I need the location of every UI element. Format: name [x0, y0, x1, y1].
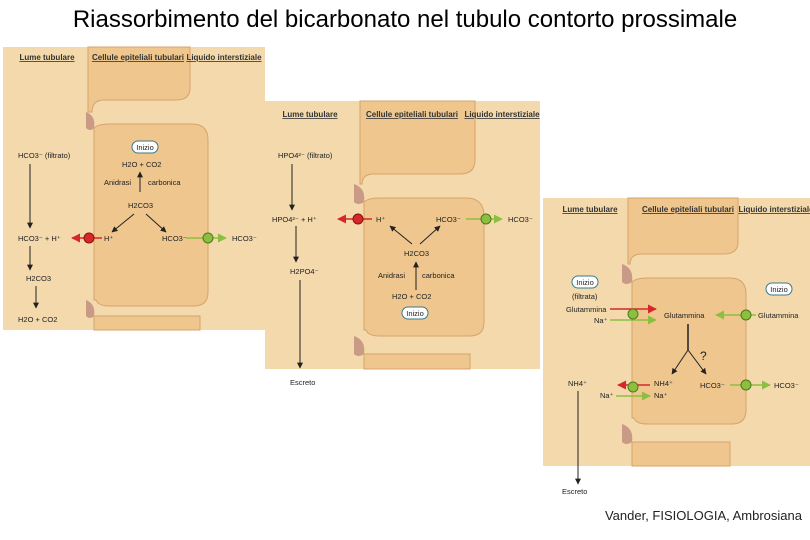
panel-3-hco3-interst: HCO3⁻: [774, 381, 799, 390]
panel-3-arrow-to-nh4: [671, 349, 689, 375]
panel-1-h-cell: H⁺: [104, 234, 113, 243]
panel-2: Lume tubulare Cellule epiteliali tubular…: [265, 100, 540, 387]
panel-1-main-cell: [93, 123, 209, 307]
panel-2-carbonica: carbonica: [422, 271, 455, 280]
panel-3-nh4-cell: NH4⁺: [654, 379, 673, 388]
panel-3-header-liquido: Liquido interstiziale: [738, 205, 810, 214]
panel-1-carbonica: carbonica: [148, 178, 181, 187]
panel-2-h-cell: H⁺: [376, 215, 385, 224]
panel-2-h2o-co2: H2O + CO2: [392, 292, 431, 301]
panel-1-hco3-cell: HCO3⁻: [162, 234, 187, 243]
panel-1-header-liquido: Liquido interstiziale: [186, 53, 262, 62]
panel-2-hco3-transporter: [480, 213, 492, 225]
panel-2-upper-cell: [359, 100, 476, 185]
panel-1-tight-junction: [86, 112, 95, 130]
panel-1-hco3-transporter: [202, 232, 214, 244]
panel-1-h2co3-cell: H2CO3: [128, 201, 153, 210]
panel-1-badge-label: Inizio: [136, 143, 154, 152]
panel-2-arrow-to-hco3: [419, 225, 441, 245]
panel-1-arrow-to-h: [111, 213, 135, 233]
panel-2-hco3-cell: HCO3⁻: [436, 215, 461, 224]
panel-3-glutammina-cell: Glutammina: [664, 311, 705, 320]
panel-3-glutammina-interst: Glutammina: [758, 311, 799, 320]
panel-3-filtrato: (filtrata): [572, 292, 598, 301]
panel-3-tight-junction: [622, 264, 633, 284]
panel-3-question-mark: ?: [700, 349, 707, 363]
panel-2-anidrasi: Anidrasi: [378, 271, 405, 280]
panel-2-main-cell: [363, 197, 485, 337]
panel-3-glutammina-lumen: Glutammina: [566, 305, 607, 314]
panel-1-badge-inizio: [131, 140, 159, 154]
panel-2-header-cellule: Cellule epiteliali tubulari: [366, 110, 458, 119]
panel-1: Lume tubulare Cellule epiteliali tubular…: [3, 46, 265, 331]
panel-1-hco3-filtrato: HCO3⁻ (filtrato): [18, 151, 71, 160]
panel-1-h2o-co2-lumen: H2O + CO2: [18, 315, 57, 324]
panel-1-header-lume: Lume tubulare: [19, 53, 75, 62]
panel-2-hco3-interst: HCO3⁻: [508, 215, 533, 224]
panel-3-upper-cell: [627, 197, 739, 265]
panel-3-header-cellule: Cellule epiteliali tubulari: [642, 205, 734, 214]
panel-2-badge-inizio: [401, 306, 429, 320]
panel-1-header-cellule: Cellule epiteliali tubulari: [92, 53, 184, 62]
panel-3-na-lumen: Na⁺: [594, 316, 608, 325]
panel-3-nh4-lumen: NH4⁺: [568, 379, 587, 388]
panel-3-badge-left: [571, 275, 599, 289]
panel-2-lower-junction: [354, 336, 365, 356]
panel-2-hpo4-filtrato: HPO4²⁻ (filtrato): [278, 151, 333, 160]
panel-3-lower-cell: [631, 441, 731, 467]
panel-1-upper-cell: [87, 46, 191, 113]
source-credit: Vander, FISIOLOGIA, Ambrosiana: [604, 508, 802, 523]
panel-2-header-lume: Lume tubulare: [282, 110, 338, 119]
panel-2-lower-cell: [363, 353, 471, 370]
panel-3-cotransporter: [627, 308, 639, 320]
panel-3-hco3-transporter: [740, 379, 752, 391]
panel-2-header-liquido: Liquido interstiziale: [464, 110, 540, 119]
panel-1-h2o-co2-cell: H2O + CO2: [122, 160, 161, 169]
panel-3-arrow-to-hco3: [687, 349, 707, 375]
panel-2-hpo4-h: HPO4²⁻ + H⁺: [272, 215, 317, 224]
panel-3-header-lume: Lume tubulare: [562, 205, 618, 214]
panel-2-h2po4: H2PO4⁻: [290, 267, 319, 276]
panel-2-tight-junction: [354, 184, 365, 204]
panel-3-escreto: Escreto: [562, 487, 587, 496]
panel-1-h2co3-lumen: H2CO3: [26, 274, 51, 283]
panel-1-lower-junction: [86, 300, 95, 318]
panel-3-na-lumen2: Na⁺: [600, 391, 614, 400]
panel-3-glutammina-transporter: [740, 309, 752, 321]
panel-2-h2co3: H2CO3: [404, 249, 429, 258]
panel-1-hco3-h-lumen: HCO3⁻ + H⁺: [18, 234, 61, 243]
panel-1-h-transporter: [83, 232, 95, 244]
panel-2-badge-label: Inizio: [406, 309, 424, 318]
panel-1-anidrasi: Anidrasi: [104, 178, 131, 187]
panel-2-h-transporter: [352, 213, 364, 225]
panel-3-badge-right: [765, 282, 793, 296]
panel-1-lower-cell: [93, 315, 201, 331]
panel-3-badge-right-label: Inizio: [770, 285, 788, 294]
panel-3-antiporter: [627, 381, 639, 393]
panel-3-badge-left-label: Inizio: [576, 278, 594, 287]
panel-3-na-cell: Na⁺: [654, 391, 668, 400]
panel-3-hco3-cell: HCO3⁻: [700, 381, 725, 390]
panel-3-lower-junction: [622, 424, 633, 444]
panel-1-arrow-to-hco3: [145, 213, 167, 233]
panel-3: Lume tubulare Cellule epiteliali tubular…: [543, 197, 810, 496]
slide-title: Riassorbimento del bicarbonato nel tubul…: [72, 6, 738, 33]
panel-2-arrow-to-h: [389, 225, 413, 245]
panel-2-escreto: Escreto: [290, 378, 315, 387]
panel-1-hco3-interst: HCO3⁻: [232, 234, 257, 243]
